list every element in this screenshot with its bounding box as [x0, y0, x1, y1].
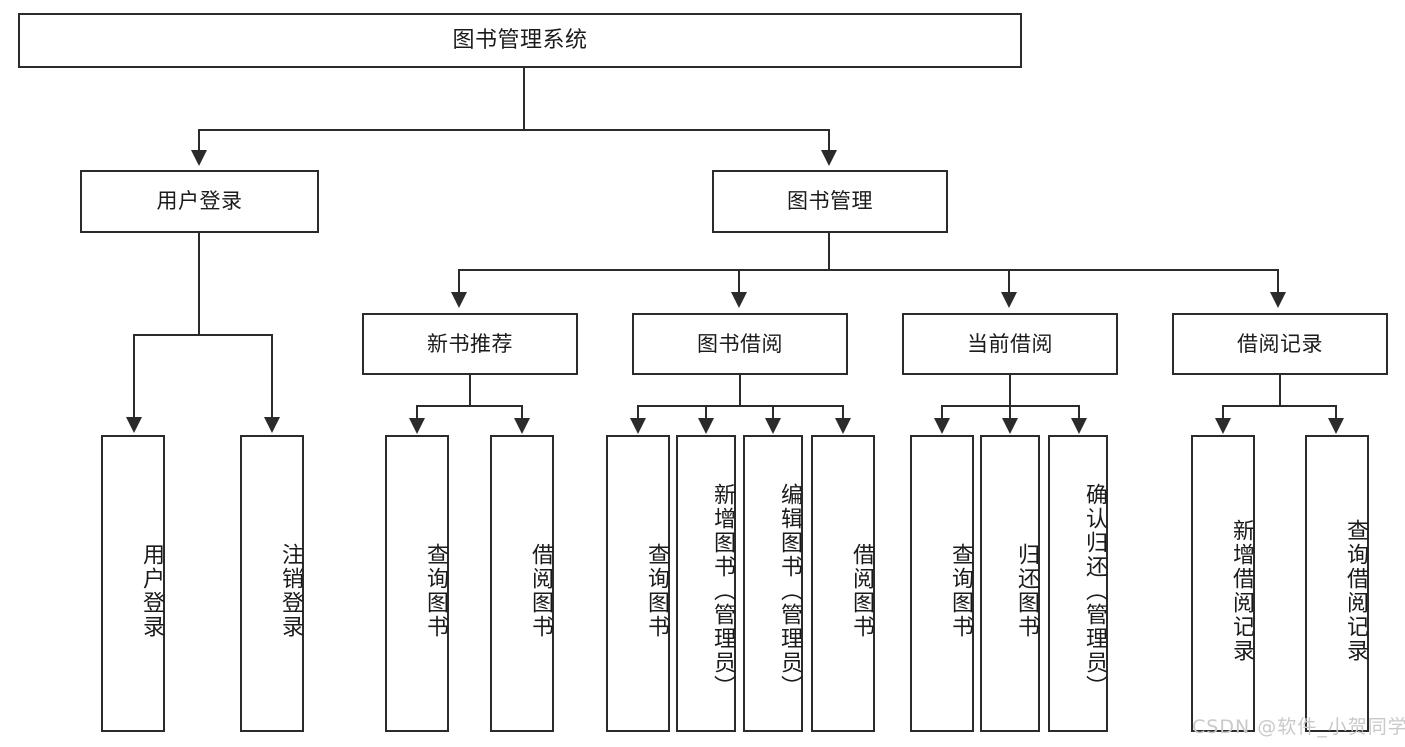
node-label: 查询图书 [644, 542, 669, 639]
arrowhead-leaf-query-borrow-record [1328, 418, 1344, 434]
connector-nbr-branch-2 [521, 405, 523, 419]
node-label: 借阅图书 [849, 542, 874, 639]
arrowhead-new-book-recommend [451, 292, 467, 308]
connector-bb-bus [637, 405, 844, 407]
node-user-login[interactable]: 用户登录 [80, 170, 319, 233]
connector-br-stem [1279, 375, 1281, 406]
leaf-query-book-1[interactable]: 查询图书 [385, 435, 449, 732]
arrowhead-leaf-borrow-book-1 [514, 418, 530, 434]
connector-cb-branch-3 [1078, 405, 1080, 419]
leaf-user-login[interactable]: 用户登录 [101, 435, 165, 732]
node-root-library-system[interactable]: 图书管理系统 [18, 13, 1022, 68]
connector-book-management-stem [828, 233, 830, 270]
connector-bb-branch-3 [772, 405, 774, 419]
leaf-borrow-book-1[interactable]: 借阅图书 [490, 435, 554, 732]
connector-cb-branch-2 [1009, 405, 1011, 419]
connector-nbr-branch-1 [416, 405, 418, 419]
leaf-edit-book-admin[interactable]: 编辑图书（管理员） [743, 435, 803, 732]
node-label: 用户登录 [139, 542, 164, 639]
connector-br-branch-1 [1222, 405, 1224, 419]
arrowhead-leaf-query-book-1 [409, 418, 425, 434]
node-label: 图书借阅 [697, 331, 783, 356]
node-label: 借阅记录 [1237, 331, 1323, 356]
node-label: 注销登录 [278, 542, 303, 639]
node-label: 编辑图书（管理员） [777, 482, 802, 699]
connector-br-branch-2 [1335, 405, 1337, 419]
leaf-query-book-3[interactable]: 查询图书 [910, 435, 974, 732]
arrowhead-book-borrow [731, 292, 747, 308]
connector-book-management-bus [458, 269, 1279, 271]
arrowhead-book-management [821, 150, 837, 166]
node-label: 图书管理 [787, 189, 873, 214]
connector-bb-branch-1 [637, 405, 639, 419]
leaf-borrow-book-2[interactable]: 借阅图书 [811, 435, 875, 732]
leaf-add-book-admin[interactable]: 新增图书（管理员） [676, 435, 736, 732]
arrowhead-leaf-user-login [126, 417, 142, 433]
node-book-borrow[interactable]: 图书借阅 [632, 313, 848, 375]
connector-cb-stem [1009, 375, 1011, 406]
node-label: 确认归还（管理员） [1082, 482, 1107, 699]
connector-cb-branch-1 [941, 405, 943, 419]
connector-bm-branch-1 [458, 269, 460, 293]
node-label: 用户登录 [156, 189, 243, 214]
node-new-book-recommend[interactable]: 新书推荐 [362, 313, 578, 375]
leaf-return-book[interactable]: 归还图书 [980, 435, 1040, 732]
arrowhead-leaf-edit-book-admin [765, 418, 781, 434]
connector-bb-stem [739, 375, 741, 406]
connector-bm-branch-3 [1008, 269, 1010, 293]
node-label: 当前借阅 [967, 331, 1053, 356]
connector-bm-branch-2 [738, 269, 740, 293]
leaf-query-borrow-record[interactable]: 查询借阅记录 [1305, 435, 1369, 732]
node-label: 借阅图书 [528, 542, 553, 639]
arrowhead-leaf-query-book-2 [630, 418, 646, 434]
arrowhead-leaf-add-book-admin [698, 418, 714, 434]
connector-bb-branch-2 [705, 405, 707, 419]
node-label: 查询图书 [423, 542, 448, 639]
leaf-confirm-return-admin[interactable]: 确认归还（管理员） [1048, 435, 1108, 732]
connector-user-login-bus [133, 334, 272, 336]
leaf-query-book-2[interactable]: 查询图书 [606, 435, 670, 732]
connector-user-login-stem [198, 233, 200, 335]
connector-user-login-branch-2 [271, 334, 273, 418]
connector-nbr-bus [416, 405, 523, 407]
arrowhead-current-borrow [1001, 292, 1017, 308]
node-current-borrow[interactable]: 当前借阅 [902, 313, 1118, 375]
connector-root-to-book-management [828, 129, 830, 151]
node-borrow-record[interactable]: 借阅记录 [1172, 313, 1388, 375]
node-label: 归还图书 [1014, 542, 1039, 639]
node-label: 新书推荐 [427, 331, 513, 356]
node-label: 新增借阅记录 [1229, 518, 1254, 663]
node-book-management[interactable]: 图书管理 [712, 170, 948, 233]
arrowhead-leaf-confirm-return-admin [1071, 418, 1087, 434]
arrowhead-user-login [191, 150, 207, 166]
node-label: 新增图书（管理员） [710, 482, 735, 699]
node-label: 查询图书 [948, 542, 973, 639]
arrowhead-leaf-return-book [1002, 418, 1018, 434]
connector-br-bus [1222, 405, 1337, 407]
leaf-logout[interactable]: 注销登录 [240, 435, 304, 732]
leaf-add-borrow-record[interactable]: 新增借阅记录 [1191, 435, 1255, 732]
connector-bm-branch-4 [1277, 269, 1279, 293]
arrowhead-leaf-logout [264, 417, 280, 433]
connector-user-login-branch-1 [133, 334, 135, 418]
csdn-watermark: CSDN @软件_小贺同学 [1192, 716, 1405, 738]
node-label: 图书管理系统 [452, 27, 588, 53]
node-label: 查询借阅记录 [1343, 518, 1368, 663]
arrowhead-borrow-record [1270, 292, 1286, 308]
connector-root-bus [198, 129, 830, 131]
arrowhead-leaf-borrow-book-2 [835, 418, 851, 434]
connector-root-stem [523, 68, 525, 130]
connector-root-to-user-login [198, 129, 200, 151]
connector-nbr-stem [469, 375, 471, 406]
connector-bb-branch-4 [842, 405, 844, 419]
arrowhead-leaf-add-borrow-record [1215, 418, 1231, 434]
arrowhead-leaf-query-book-3 [934, 418, 950, 434]
